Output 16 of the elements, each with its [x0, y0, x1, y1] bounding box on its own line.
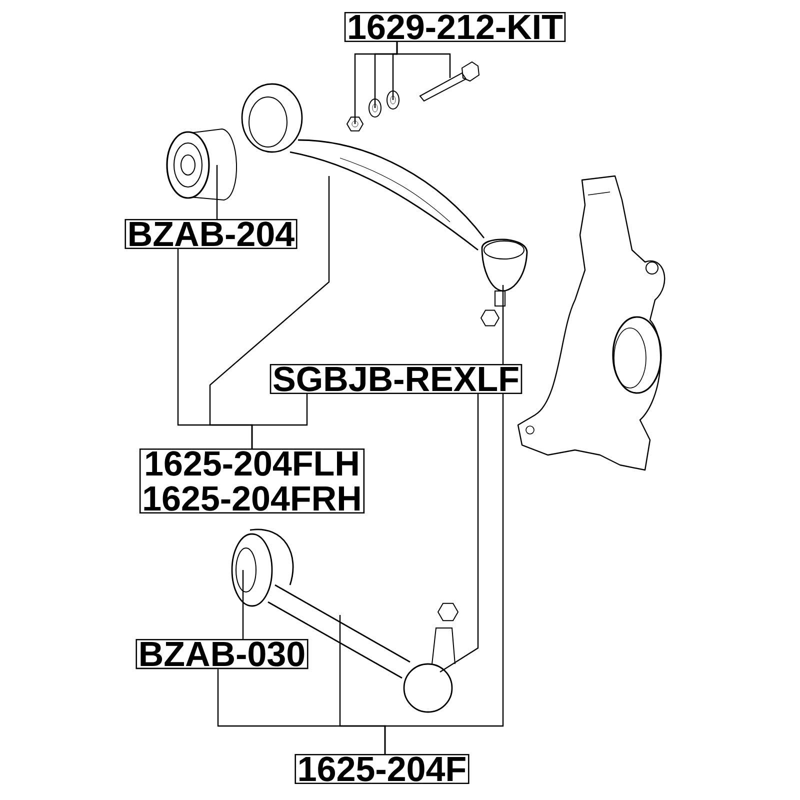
ball-joint-drawing: [480, 238, 528, 326]
leader-line: [396, 42, 451, 78]
leader-line: [384, 394, 504, 754]
bushing-drawing: [231, 533, 273, 607]
leader-line: [251, 394, 308, 448]
bushing-drawing: [166, 128, 237, 200]
part-number-label: BZAB-204: [124, 218, 298, 250]
part-number-label: 1625-204FLH 1625-204FRH: [139, 448, 365, 514]
part-number-label: SGBJB-REXLF: [270, 364, 522, 394]
part-number-label: BZAB-030: [136, 638, 308, 670]
leader-line: [502, 285, 504, 364]
part-number-label: 1625-204F: [294, 754, 470, 784]
leader-line: [242, 570, 244, 639]
part-number-label: 1629-212-KIT: [344, 12, 566, 42]
leader-line: [216, 165, 218, 219]
leader-line: [440, 394, 479, 673]
